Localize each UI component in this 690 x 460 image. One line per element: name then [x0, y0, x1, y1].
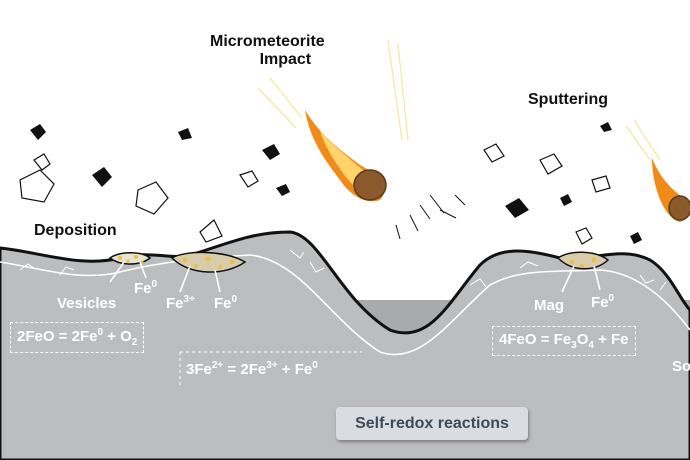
vesicle-pocket: [108, 252, 152, 265]
fe3-text: Fe: [166, 295, 184, 312]
eq2-sup2: 3+: [266, 360, 278, 371]
micrometeorite-label: Micrometeorite Impact: [210, 33, 325, 69]
deposition-label: Deposition: [34, 222, 117, 239]
inner-contour: [0, 254, 690, 356]
eq1-b: + O: [103, 328, 132, 345]
eq3-b: O: [576, 331, 589, 348]
self-redox-button[interactable]: Self-redox reactions: [336, 407, 528, 440]
eq3-sub1: 3: [571, 340, 577, 351]
sputtering-label: Sputtering: [528, 91, 608, 108]
mag-label: Mag: [534, 297, 564, 314]
meteorite-right: [652, 158, 690, 222]
fe0-text: Fe: [591, 294, 609, 311]
grain-group: [118, 255, 597, 269]
equation-1: 2FeO = 2Fe0 + O2: [10, 322, 145, 353]
eq2-sup3: 0: [312, 360, 318, 371]
meteorite-left: [305, 110, 387, 202]
eq3-sub2: 4: [588, 340, 594, 351]
ejecta-lines: [395, 194, 466, 240]
eq3-c: + Fe: [593, 331, 629, 348]
fe0-sup: 0: [608, 293, 615, 304]
eq2-b: = 2Fe: [223, 361, 267, 378]
vesicles-label: Vesicles: [57, 295, 117, 312]
eq1-a: 2FeO = 2Fe: [17, 328, 98, 345]
fe0-label-right: Fe0: [591, 293, 614, 311]
mag-pocket: [556, 251, 610, 270]
eq1-sub: 2: [131, 337, 138, 348]
fe3-label: Fe3+: [166, 294, 195, 312]
cut-off-label: So: [672, 358, 690, 375]
fe0-text: Fe: [214, 295, 232, 312]
fe0-sup: 0: [151, 279, 158, 290]
debris-particles: [30, 122, 642, 244]
label-arrows: [109, 261, 601, 293]
fe0-label-mid: Fe0: [214, 294, 237, 312]
equation-3: 4FeO = Fe3O4 + Fe: [492, 326, 636, 356]
impact-rays: [257, 39, 661, 169]
micrometeorite-line2: Impact: [259, 51, 312, 68]
eq1-sup: 0: [97, 327, 104, 338]
eq2-a: 3Fe: [186, 361, 212, 378]
eq2-frame: [179, 351, 362, 386]
micrometeorite-line1: Micrometeorite: [210, 33, 325, 50]
fe0-sup: 0: [231, 294, 238, 305]
fe0-label-left: Fe0: [134, 279, 157, 297]
eq3-a: 4FeO = Fe: [499, 331, 572, 348]
eq2-sup1: 2+: [211, 360, 224, 371]
equation-2: 3Fe2+ = 2Fe3+ + Fe0: [180, 356, 324, 382]
debris-outlines: [19, 143, 611, 245]
crack-marks: [19, 249, 667, 291]
fe3-sup: 3+: [183, 294, 195, 305]
eq2-c: + Fe: [277, 361, 313, 378]
fe0-text: Fe: [134, 280, 152, 297]
